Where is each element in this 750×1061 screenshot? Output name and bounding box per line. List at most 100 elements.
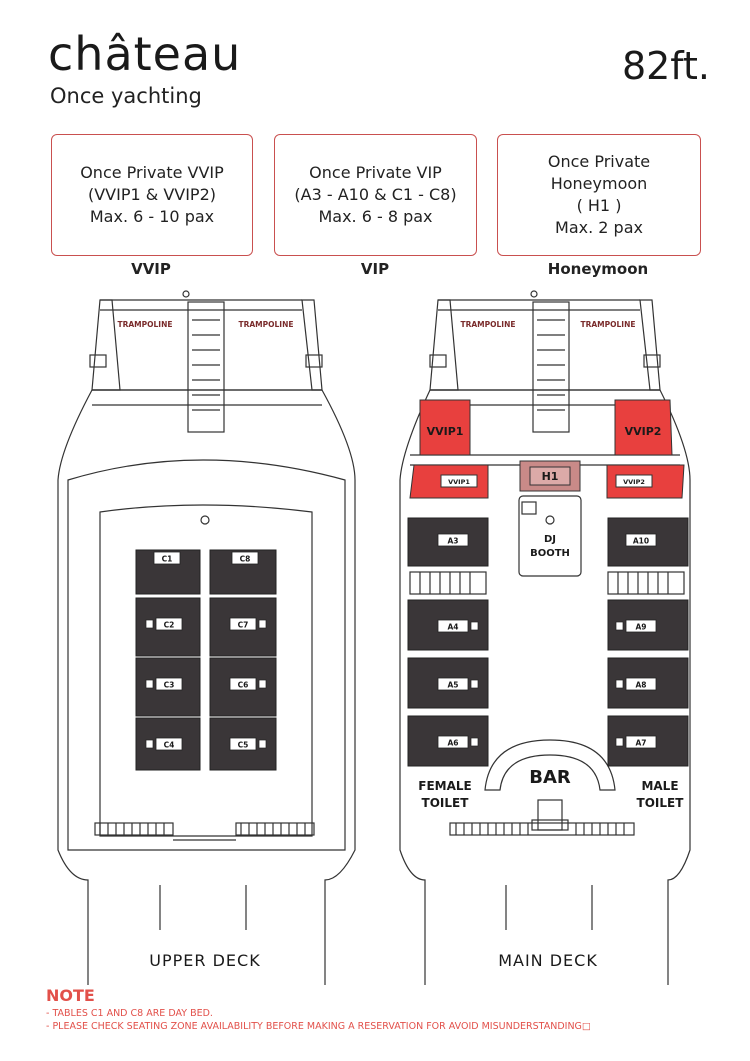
table-c1[interactable]: C1 xyxy=(135,549,201,595)
zone-h1-label: H1 xyxy=(542,470,559,483)
package-vip-line: (A3 - A10 & C1 - C8) xyxy=(294,185,457,204)
package-vvip-line: Once Private VVIP xyxy=(80,163,224,182)
table-c3[interactable]: C3 xyxy=(135,657,201,717)
zone-vvip1-small-label: VVIP1 xyxy=(448,478,470,486)
package-vvip: Once Private VVIP (VVIP1 & VVIP2) Max. 6… xyxy=(51,134,253,256)
table-lamp-icon xyxy=(615,679,624,689)
package-vip: Once Private VIP (A3 - A10 & C1 - C8) Ma… xyxy=(274,134,477,256)
zone-vvip1-small-plate xyxy=(440,474,478,488)
zone-vvip1-top-label: VVIP1 xyxy=(427,425,464,438)
zone-title-vvip: VVIP xyxy=(131,260,171,278)
table-plate xyxy=(437,619,469,633)
table-plate xyxy=(625,619,657,633)
table-c4[interactable]: C4 xyxy=(135,717,201,771)
table-lamp-icon xyxy=(145,619,154,629)
zone-title-honeymoon: Honeymoon xyxy=(547,260,649,278)
table-plate xyxy=(625,735,657,749)
package-honeymoon-line: ( H1 ) xyxy=(576,196,622,215)
table-plate xyxy=(229,677,257,691)
dj-booth-label: BOOTH xyxy=(530,548,570,559)
table-lamp-icon xyxy=(258,679,267,689)
table-lamp-icon xyxy=(615,621,624,631)
table-label: C4 xyxy=(164,741,175,750)
dj-booth-label: DJ xyxy=(544,534,556,545)
brand-subtitle: Once yachting xyxy=(50,84,202,108)
table-plate xyxy=(437,533,469,547)
table-plate xyxy=(229,737,257,751)
table-plate xyxy=(437,677,469,691)
table-a3[interactable]: A3 xyxy=(407,517,489,567)
table-label: A4 xyxy=(447,623,458,632)
male-toilet-label: MALE xyxy=(641,779,678,793)
trampoline-label: TRAMPOLINE xyxy=(460,320,515,329)
zone-h1-plate xyxy=(529,466,571,486)
table-lamp-icon xyxy=(470,737,479,747)
table-a10[interactable]: A10 xyxy=(607,517,689,567)
table-label: C7 xyxy=(238,621,249,630)
trampoline-label: TRAMPOLINE xyxy=(580,320,635,329)
table-label: C1 xyxy=(162,555,173,564)
table-plate xyxy=(437,735,469,749)
zone-title-vip: VIP xyxy=(360,260,390,278)
table-label: A7 xyxy=(635,739,646,748)
table-c5[interactable]: C5 xyxy=(209,717,277,771)
table-a5[interactable]: A5 xyxy=(407,657,489,709)
zone-vvip1-top[interactable] xyxy=(419,399,471,456)
package-vip-line: Once Private VIP xyxy=(309,163,442,182)
table-c7[interactable]: C7 xyxy=(209,597,277,657)
upper-deck-outline xyxy=(57,290,356,985)
table-label: C5 xyxy=(238,741,249,750)
bar-label: BAR xyxy=(529,767,571,788)
table-label: C8 xyxy=(240,555,251,564)
package-vvip-line: (VVIP1 & VVIP2) xyxy=(87,185,216,204)
table-plate xyxy=(625,533,657,547)
table-lamp-icon xyxy=(470,621,479,631)
table-label: A6 xyxy=(447,739,458,748)
table-c2[interactable]: C2 xyxy=(135,597,201,657)
note-line: - PLEASE CHECK SEATING ZONE AVAILABILITY… xyxy=(46,1021,591,1032)
table-a7[interactable]: A7 xyxy=(607,715,689,767)
table-plate xyxy=(155,737,183,751)
table-a9[interactable]: A9 xyxy=(607,599,689,651)
female-toilet-label: TOILET xyxy=(422,796,470,810)
trampoline-label: TRAMPOLINE xyxy=(238,320,293,329)
table-a4[interactable]: A4 xyxy=(407,599,489,651)
table-a6[interactable]: A6 xyxy=(407,715,489,767)
package-honeymoon-line: Max. 2 pax xyxy=(555,218,643,237)
zone-vvip2-top[interactable] xyxy=(614,399,673,456)
table-label: A10 xyxy=(633,537,649,546)
table-label: C6 xyxy=(238,681,249,690)
table-lamp-icon xyxy=(258,739,267,749)
note-title: NOTE xyxy=(46,986,95,1005)
table-plate xyxy=(229,617,257,631)
table-label: A9 xyxy=(635,623,646,632)
note-line: - TABLES C1 AND C8 ARE DAY BED. xyxy=(46,1008,213,1019)
table-label: A8 xyxy=(635,681,646,690)
table-c6[interactable]: C6 xyxy=(209,657,277,717)
upper-deck-label: UPPER DECK xyxy=(149,951,260,970)
table-plate xyxy=(155,617,183,631)
table-lamp-icon xyxy=(615,737,624,747)
table-plate xyxy=(231,551,259,565)
trampoline-label: TRAMPOLINE xyxy=(117,320,172,329)
main-deck-label: MAIN DECK xyxy=(498,951,598,970)
table-label: C2 xyxy=(164,621,175,630)
zone-vvip2-small-label: VVIP2 xyxy=(623,478,645,486)
package-vvip-line: Max. 6 - 10 pax xyxy=(89,207,215,226)
table-lamp-icon xyxy=(145,679,154,689)
table-plate xyxy=(155,677,183,691)
zone-vvip2-top-label: VVIP2 xyxy=(625,425,662,438)
table-lamp-icon xyxy=(470,679,479,689)
table-lamp-icon xyxy=(145,739,154,749)
table-label: A3 xyxy=(447,537,458,546)
table-c8[interactable]: C8 xyxy=(209,549,277,595)
female-toilet-label: FEMALE xyxy=(418,779,471,793)
package-honeymoon: Once Private Honeymoon ( H1 ) Max. 2 pax xyxy=(497,134,701,256)
package-vip-line: Max. 6 - 8 pax xyxy=(318,207,433,226)
male-toilet-label: TOILET xyxy=(637,796,685,810)
table-a8[interactable]: A8 xyxy=(607,657,689,709)
yacht-length: 82ft. xyxy=(621,44,710,88)
